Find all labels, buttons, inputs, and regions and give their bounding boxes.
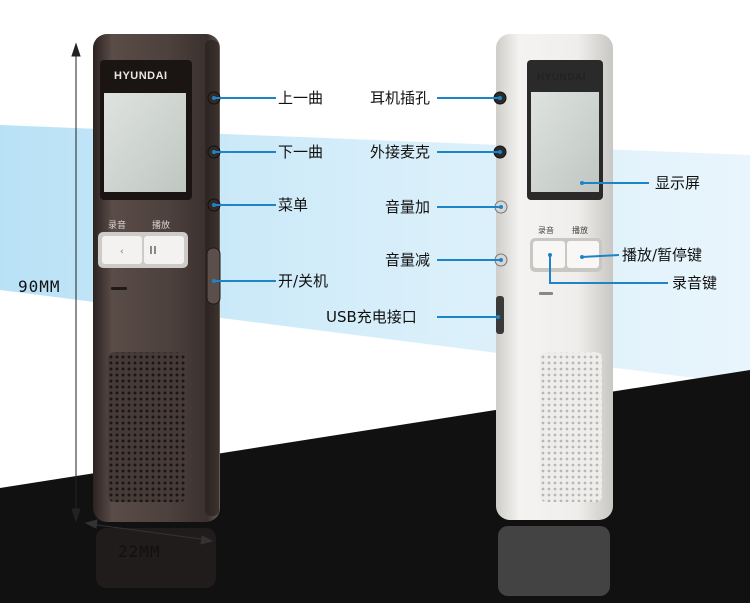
dark-power-switch[interactable]	[206, 247, 221, 305]
dark-callout-lines	[214, 97, 276, 282]
callout-volume-up: 音量加	[385, 198, 431, 216]
dark-speaker-grille	[108, 352, 186, 502]
dark-recorder: ‹	[93, 34, 221, 522]
light-brand-logo: HYUNDAI	[537, 72, 587, 83]
dark-screen	[104, 93, 186, 192]
width-arrow	[84, 519, 214, 545]
callout-record-key: 录音键	[672, 274, 718, 292]
light-recorder	[493, 34, 613, 520]
callout-earphone-jack: 耳机插孔	[370, 89, 431, 107]
light-usb-port[interactable]	[496, 296, 504, 334]
light-record-label: 录音	[538, 226, 554, 235]
callout-mic-jack: 外接麦克	[370, 143, 431, 161]
callout-power: 开/关机	[278, 272, 329, 290]
light-callout-lines	[437, 97, 668, 318]
callout-next-track: 下一曲	[278, 143, 324, 161]
dark-brand-logo: HYUNDAI	[114, 70, 168, 82]
dark-play-button[interactable]	[144, 236, 184, 264]
callout-usb-port: USB充电接口	[326, 308, 417, 326]
callout-display: 显示屏	[655, 174, 701, 192]
callout-volume-down: 音量减	[385, 251, 431, 269]
callout-menu: 菜单	[278, 196, 309, 214]
width-dimension-label: 22MM	[118, 542, 161, 561]
light-speaker-grille	[540, 352, 602, 502]
light-play-label: 播放	[572, 226, 588, 235]
dark-play-label: 播放	[152, 221, 171, 231]
svg-text:‹: ‹	[120, 247, 124, 257]
light-play-button[interactable]	[567, 241, 599, 268]
callout-prev-track: 上一曲	[278, 89, 324, 107]
height-arrow	[71, 42, 81, 523]
light-screen	[531, 92, 599, 192]
height-dimension-label: 90MM	[18, 277, 61, 296]
dark-record-button[interactable]	[102, 236, 142, 264]
dark-record-label: 录音	[108, 221, 127, 231]
callout-play-pause: 播放/暂停键	[622, 246, 703, 264]
